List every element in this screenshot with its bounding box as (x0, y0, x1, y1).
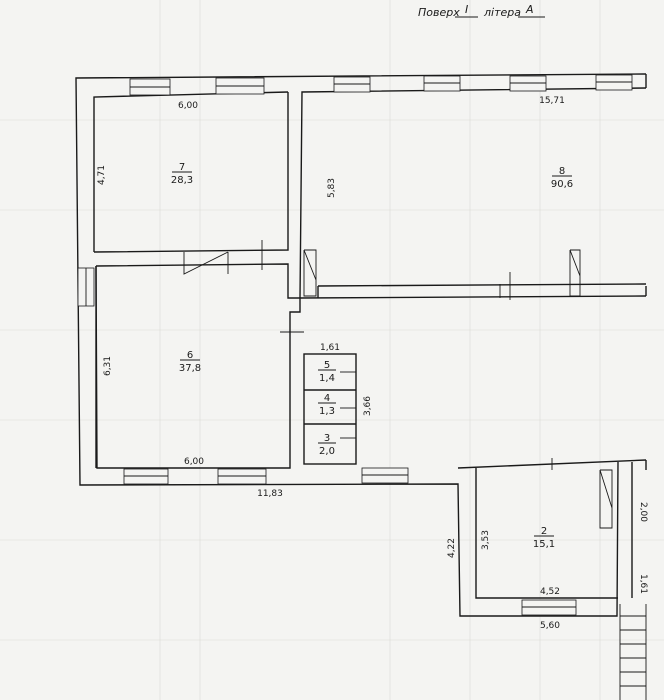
floor-label: Поверх (418, 6, 460, 19)
room-3-area: 2,0 (319, 446, 335, 457)
dim-right-lower: 1,61 (638, 574, 648, 594)
room-7-number: 7 (179, 162, 185, 173)
room-6-area: 37,8 (179, 363, 201, 374)
letter-value: А (525, 3, 534, 16)
floor-value: I (465, 3, 468, 16)
dim-room6-width: 6,00 (184, 457, 204, 467)
inner-walls (93, 92, 647, 599)
dim-room2-height: 3,53 (481, 530, 491, 550)
room-labels: 7 28,3 8 90,6 6 37,8 5 1,4 4 1,3 3 2,0 2… (171, 162, 573, 550)
dim-room8-width: 15,71 (539, 96, 565, 106)
letter-label: літера (483, 6, 521, 19)
room-2-number: 2 (541, 526, 547, 537)
dim-annex-width: 5,60 (540, 621, 560, 631)
sheet-header: Поверх I літера А (418, 3, 545, 19)
windows (77, 74, 633, 616)
dim-room7-height: 4,71 (97, 165, 107, 185)
dim-annex-height: 4,22 (447, 538, 457, 558)
room-fraction-lines (172, 171, 572, 537)
room-8-area: 90,6 (551, 179, 573, 190)
room-4-number: 4 (324, 393, 330, 404)
dim-building-width: 11,83 (257, 489, 283, 499)
dim-room7-width: 6,00 (178, 101, 198, 111)
dim-wc-height: 3,66 (363, 396, 373, 416)
stairs (619, 604, 647, 700)
outer-walls (75, 73, 647, 617)
dim-room8-height: 5,83 (327, 178, 337, 198)
room-6-number: 6 (187, 350, 193, 361)
room-8-number: 8 (559, 166, 565, 177)
room-2-area: 15,1 (533, 539, 555, 550)
dim-room2-width: 4,52 (540, 587, 560, 597)
room-5-area: 1,4 (319, 373, 335, 384)
room-5-number: 5 (324, 360, 330, 371)
doors (183, 240, 613, 529)
room-3-number: 3 (324, 433, 330, 444)
dim-room6-height: 6,31 (103, 356, 113, 376)
dim-right-upper: 2,00 (638, 502, 648, 522)
dimension-labels: 6,00 4,71 15,71 5,83 6,31 6,00 11,83 1,6… (97, 96, 648, 631)
dim-wc-width: 1,61 (320, 343, 340, 353)
room-7-area: 28,3 (171, 175, 193, 186)
room-4-area: 1,3 (319, 406, 335, 417)
